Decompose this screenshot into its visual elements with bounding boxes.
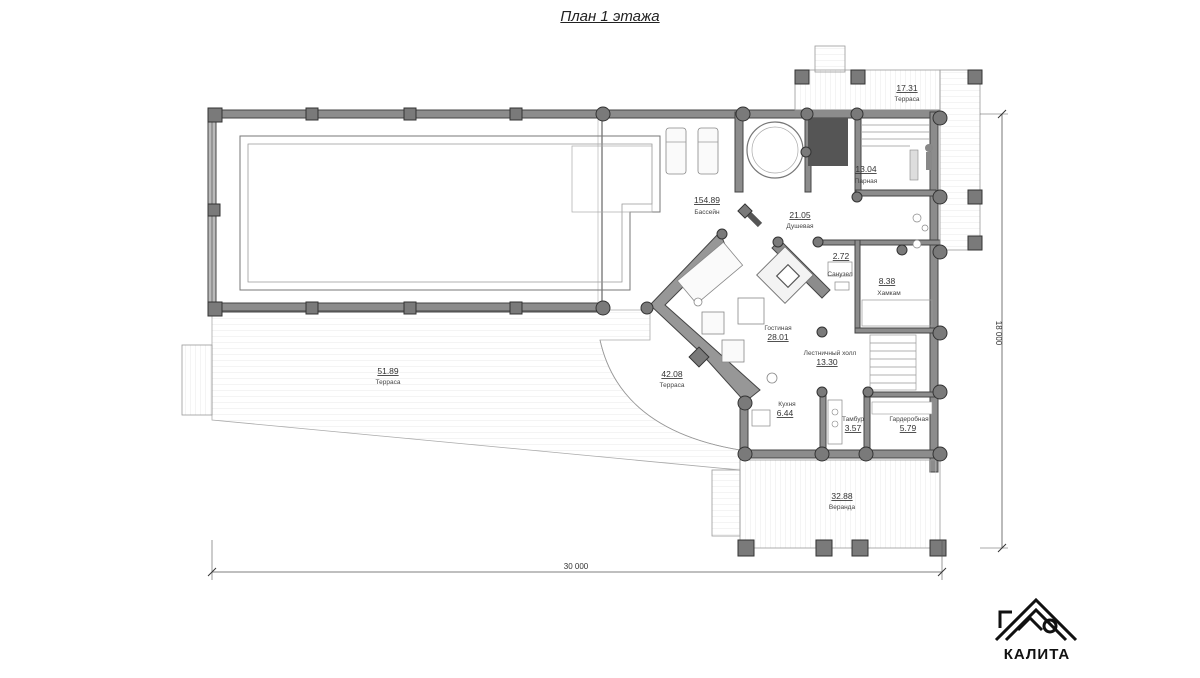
staircase: [869, 334, 917, 391]
logo-text: КАЛИТА: [1003, 646, 1071, 663]
room-area: 5.79: [900, 423, 917, 433]
room-name: Тамбур: [842, 415, 864, 423]
stove-block: [808, 118, 848, 166]
room-area: 21.05: [789, 210, 811, 220]
terrace-left-area: [181, 309, 741, 471]
room-area: 28.01: [767, 332, 789, 342]
height-dimension: 18 000: [994, 321, 1003, 346]
room-name: Веранда: [829, 504, 856, 511]
room-name: Хамкам: [877, 290, 901, 297]
room-area: 42.08: [661, 369, 683, 379]
room-area: 13.30: [816, 357, 838, 367]
room-name: Терраса: [895, 96, 920, 103]
kalita-logo-icon: [994, 597, 1078, 642]
plunge-pool: [746, 121, 804, 179]
round-columns: [595, 106, 948, 462]
room-name: Гостиная: [764, 325, 792, 332]
width-dimension: 30 000: [564, 562, 589, 571]
square-columns: [207, 107, 753, 368]
sun-loungers: [665, 127, 719, 175]
room-area: 17.31: [896, 83, 918, 93]
sauna-benches: [862, 124, 933, 181]
page-title: План 1 этажа: [560, 8, 660, 25]
room-name: Бассейн: [694, 208, 720, 216]
room-area: 32.88: [831, 491, 853, 501]
pool-basin: [239, 135, 661, 291]
room-name: Кухня: [778, 401, 796, 408]
room-labels: 154.89 Бассейн 21.05 Душевая 13.04 Парна…: [376, 83, 930, 511]
room-name: Санузел: [827, 271, 853, 278]
room-area: 3.57: [845, 423, 862, 433]
room-name: Душевая: [786, 223, 814, 230]
room-name: Терраса: [376, 379, 401, 386]
room-area: 6.44: [777, 408, 794, 418]
room-name: Гардеробная: [889, 415, 929, 423]
room-area: 13.04: [855, 164, 877, 174]
bath-fixtures: [827, 213, 933, 327]
room-name: Терраса: [660, 382, 685, 389]
living-furniture: [676, 241, 814, 384]
dimension-lines: [207, 109, 1008, 580]
kitchen-fixtures: [751, 399, 933, 445]
room-name: Парная: [855, 178, 878, 185]
room-name: Лестничный холл: [804, 349, 857, 357]
room-area: 2.72: [833, 251, 850, 261]
room-area: 8.38: [879, 276, 896, 286]
terrace-top-area: [794, 45, 983, 251]
room-area: 154.89: [694, 195, 720, 205]
room-area: 51.89: [377, 366, 399, 376]
